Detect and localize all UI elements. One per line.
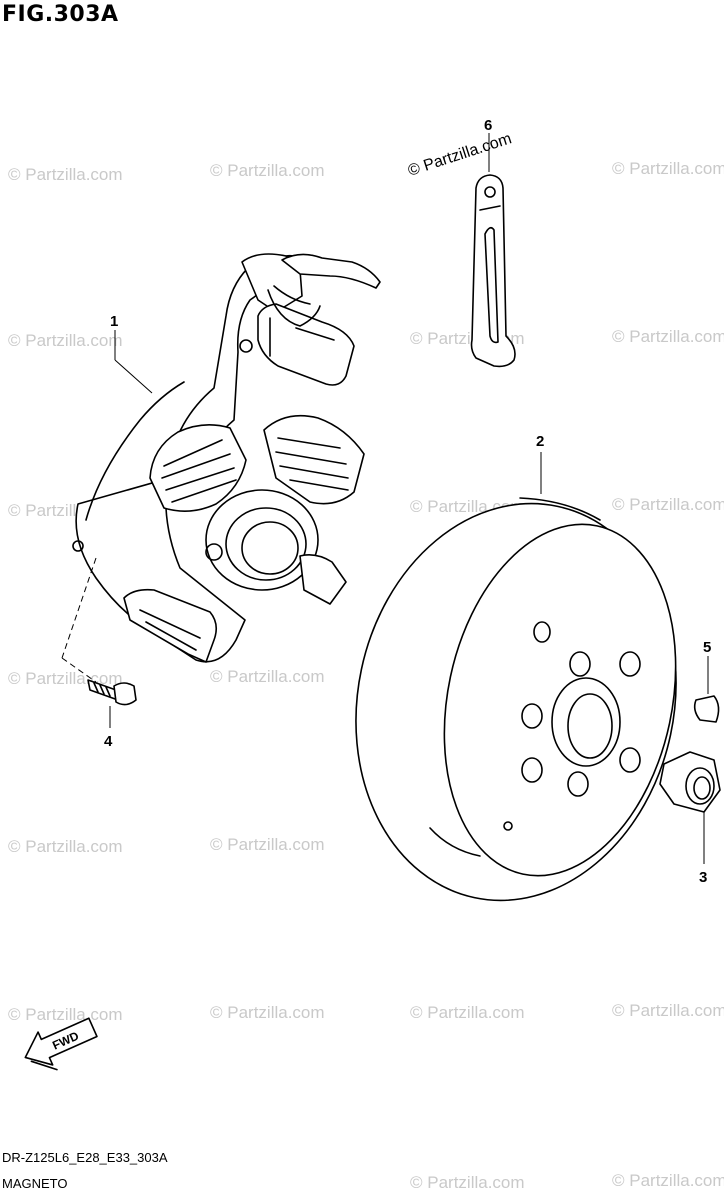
watermark: © Partzilla.com <box>8 331 123 350</box>
part-5-key <box>693 656 720 723</box>
watermark: © Partzilla.com <box>8 669 123 688</box>
watermark: © Partzilla.com <box>210 161 325 180</box>
part-2-rotor <box>355 452 677 902</box>
callout-6: 6 <box>484 117 492 134</box>
callout-5: 5 <box>703 639 711 656</box>
watermark: © Partzilla.com <box>612 1001 724 1020</box>
watermark: © Partzilla.com <box>612 159 724 178</box>
watermark: © Partzilla.com <box>612 327 724 346</box>
part-4-bolt <box>87 679 137 728</box>
fwd-direction-marker: FWD <box>24 1017 98 1071</box>
part-1-stator <box>61 253 381 683</box>
watermark: © Partzilla.com <box>612 1171 724 1190</box>
part-3-nut <box>659 751 721 864</box>
part-6-watermark: © Partzilla.com <box>406 130 514 179</box>
watermark: © Partzilla.com <box>8 1005 123 1024</box>
model-code: DR-Z125L6_E28_E33_303A <box>2 1150 168 1165</box>
watermark: © Partzilla.com <box>210 1003 325 1022</box>
section-name: MAGNETO <box>2 1176 68 1191</box>
watermark: © Partzilla.com <box>8 837 123 856</box>
watermark: © Partzilla.com <box>8 165 123 184</box>
watermark: © Partzilla.com <box>210 835 325 854</box>
watermark: © Partzilla.com <box>210 667 325 686</box>
callout-4: 4 <box>104 733 113 750</box>
callout-1: 1 <box>110 313 118 330</box>
watermark: © Partzilla.com <box>612 495 724 514</box>
watermark: © Partzilla.com <box>410 1173 525 1192</box>
callout-2: 2 <box>536 433 544 450</box>
callout-3: 3 <box>699 869 707 886</box>
figure-title: FIG.303A <box>2 2 119 27</box>
watermark: © Partzilla.com <box>410 1003 525 1022</box>
